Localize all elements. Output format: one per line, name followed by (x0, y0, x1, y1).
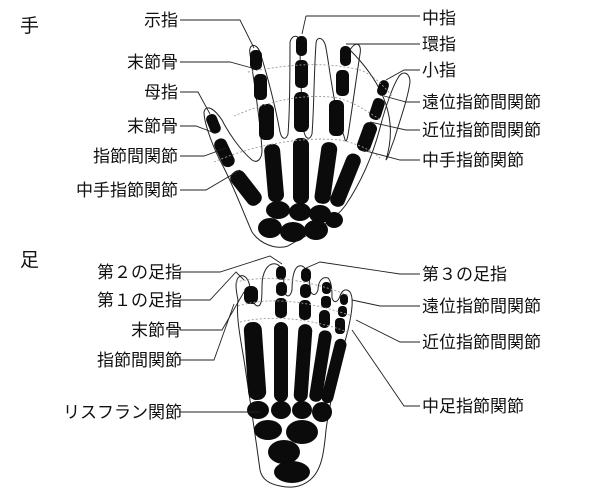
middle-metacarpal (293, 138, 309, 204)
ring-metacarpal (314, 142, 338, 204)
label-distal-phalanx-finger: 末節骨 (127, 53, 178, 73)
label-dip-joint-hand: 遠位指節間関節 (422, 93, 541, 113)
toe3-proximal-phalanx (299, 300, 311, 320)
label-lisfranc-joint: リスフラン関節 (63, 403, 182, 423)
toe4-middle-phalanx (321, 296, 331, 308)
little-distal-phalanx (377, 80, 389, 96)
thumb-distal-phalanx (206, 113, 221, 134)
toe4-metatarsal (309, 330, 332, 402)
foot-mtp-joint-line (239, 317, 349, 333)
index-metacarpal (264, 143, 285, 202)
foot-leader-lines (180, 255, 420, 413)
label-first-toe: 第１の足指 (97, 291, 182, 311)
ring-distal-phalanx (340, 46, 351, 66)
foot-section-title: 足 (20, 249, 39, 271)
toe5-metatarsal (321, 338, 347, 404)
middle-proximal-phalanx (294, 92, 309, 132)
foot-dip-joint-line (235, 278, 351, 297)
toe1-metatarsal (243, 322, 267, 400)
hand-pip-joint-line (233, 95, 383, 121)
hand-section-title: 手 (20, 15, 39, 37)
tarsal-bones (247, 401, 332, 483)
index-proximal-phalanx (259, 104, 274, 140)
thumb-proximal-phalanx (214, 138, 235, 168)
label-third-toe: 第３の足指 (422, 265, 507, 285)
toe4-proximal-phalanx (319, 310, 330, 328)
little-proximal-phalanx (356, 122, 378, 152)
toe2-proximal-phalanx (275, 298, 287, 318)
toe2-distal-phalanx (276, 266, 286, 280)
middle-middle-phalanx (295, 60, 308, 88)
little-middle-phalanx (369, 97, 385, 121)
carpal-bones (258, 201, 343, 242)
hand-mcp-joint-line (213, 138, 381, 163)
ring-middle-phalanx (336, 70, 349, 96)
toe3-middle-phalanx (300, 284, 311, 298)
label-interphalangeal-joint-foot: 指節間関節 (97, 351, 182, 371)
toe1-distal-phalanx (244, 286, 258, 304)
label-dip-joint-foot: 遠位指節間関節 (422, 297, 541, 317)
label-index-finger: 示指 (144, 11, 178, 31)
label-little-finger: 小指 (422, 61, 456, 81)
hand-figure (203, 35, 411, 248)
label-distal-phalanx-thumb: 末節骨 (127, 117, 178, 137)
toe4-distal-phalanx (322, 282, 331, 294)
ring-proximal-phalanx (329, 100, 344, 136)
label-middle-finger: 中指 (422, 9, 456, 29)
middle-distal-phalanx (296, 36, 307, 56)
label-mcp-joint-right: 中手指節関節 (422, 151, 524, 171)
toe2-middle-phalanx (276, 282, 287, 296)
foot-pip-joint-line (237, 300, 353, 317)
thumb-metacarpal (230, 170, 262, 206)
label-pip-joint-hand: 近位指節間関節 (422, 121, 541, 141)
label-pip-joint-foot: 近位指節間関節 (422, 333, 541, 353)
label-thumb: 母指 (144, 83, 178, 103)
label-ring-finger: 環指 (422, 35, 456, 55)
toe5-proximal-phalanx (335, 318, 345, 334)
toe3-metatarsal (293, 324, 313, 402)
toe2-metatarsal (274, 322, 288, 402)
foot-figure (235, 263, 353, 488)
label-distal-phalanx-toe: 末節骨 (131, 321, 182, 341)
toe5-distal-phalanx (340, 294, 348, 305)
label-second-toe: 第２の足指 (97, 263, 182, 283)
index-distal-phalanx (250, 50, 262, 70)
label-mtp-joint: 中足指節関節 (422, 397, 524, 417)
hand-leader-lines (180, 15, 420, 191)
toe5-middle-phalanx (338, 306, 347, 317)
little-metacarpal (330, 153, 361, 207)
index-middle-phalanx (254, 74, 267, 100)
toe3-distal-phalanx (301, 268, 311, 282)
label-interphalangeal-joint: 指節間関節 (93, 147, 178, 167)
label-mcp-joint-left: 中手指節関節 (76, 181, 178, 201)
